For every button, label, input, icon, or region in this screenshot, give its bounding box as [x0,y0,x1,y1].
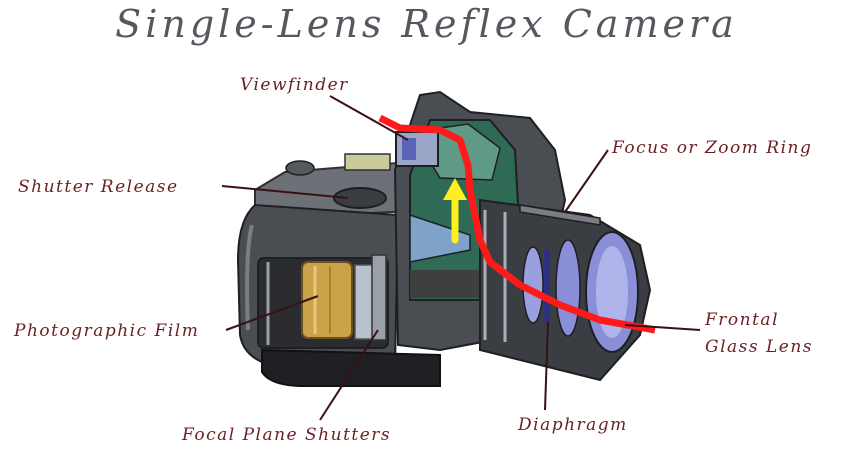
shutter-release-button [333,187,387,209]
label-focus-zoom-ring: Focus or Zoom Ring [612,138,813,158]
lcd-panel [344,153,391,171]
label-viewfinder: Viewfinder [240,75,349,95]
leader-shutter-release [221,185,349,199]
diagram-title: Single-Lens Reflex Camera [115,2,738,46]
focal-plane-shutter [371,254,387,341]
leader-focus-zoom-ring [564,149,609,213]
label-frontal-glass-lens-line1: Frontal [705,310,780,330]
label-frontal-glass-lens-line2: Glass Lens [705,337,814,357]
focus-zoom-ring [519,204,601,226]
label-focal-plane-shutters: Focal Plane Shutters [182,425,392,445]
leader-diaphragm [544,321,549,411]
leader-focal-plane-shutters [319,329,379,421]
reflex-mirror [409,213,471,263]
diaphragm-blades [544,250,550,322]
leader-viewfinder [329,95,409,141]
light-path [378,114,656,334]
leader-photographic-film [225,295,319,331]
label-diaphragm: Diaphragm [518,415,628,435]
label-photographic-film: Photographic Film [14,321,200,341]
leader-frontal-glass-lens [624,324,701,331]
label-shutter-release: Shutter Release [18,177,179,197]
